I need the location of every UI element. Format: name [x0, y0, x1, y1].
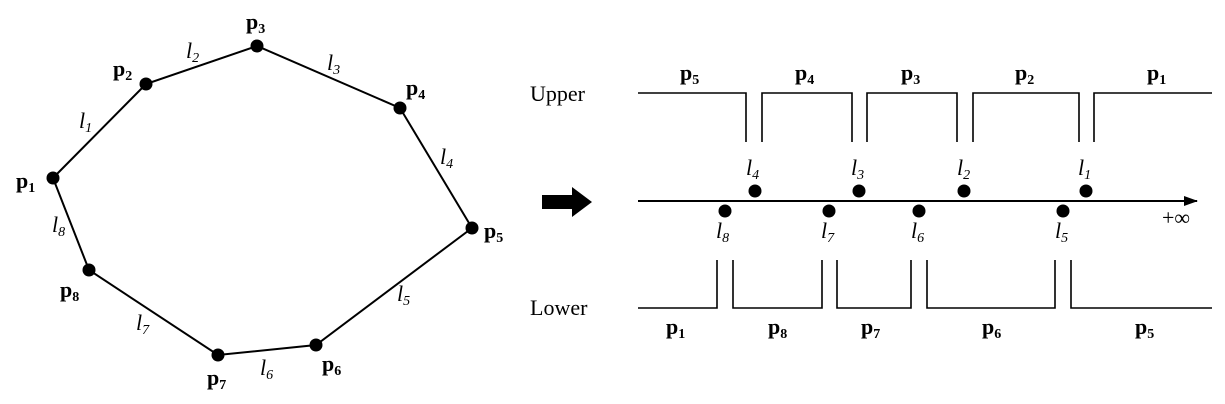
axis-point-l5 [1056, 204, 1070, 218]
lower-segment-label-p5: p5 [1135, 314, 1154, 342]
axis-point-l7 [822, 204, 836, 218]
upper-segment-label-p5: p5 [680, 60, 699, 88]
vertex-label-p3: p3 [246, 9, 265, 37]
edge-label-l7: l7 [136, 310, 150, 338]
vertex-p4 [393, 101, 407, 115]
axis-point-label-l2: l2 [957, 155, 970, 183]
axis-point-label-l5: l5 [1055, 218, 1068, 246]
upper-segment-p2 [972, 92, 1080, 142]
vertex-label-p4: p4 [406, 75, 425, 103]
edge-label-l6: l6 [260, 355, 273, 383]
upper-segment-p1 [1093, 92, 1212, 142]
vertex-label-p1: p1 [16, 168, 35, 196]
transform-arrow-icon [542, 187, 592, 217]
axis-point-l4 [748, 184, 762, 198]
axis-figure: Upper Lower p5 p4 p3 p2 p1 +∞ l4 l3 l2 l… [530, 60, 1212, 342]
lower-segment-label-p7: p7 [861, 314, 880, 342]
upper-segment-label-p4: p4 [795, 60, 814, 88]
lower-segment-p8 [732, 260, 823, 309]
vertex-p8 [82, 263, 96, 277]
axis-point-l3 [852, 184, 866, 198]
edge-label-l1: l1 [79, 108, 92, 136]
axis-point-label-l4: l4 [746, 155, 759, 183]
vertex-label-p2: p2 [113, 56, 132, 84]
axis-point-l1 [1079, 184, 1093, 198]
edge-label-l4: l4 [440, 144, 453, 172]
lower-segment-p5 [1070, 260, 1212, 309]
lower-label: Lower [530, 295, 588, 320]
lower-segment-p6 [926, 260, 1056, 309]
upper-segment-label-p1: p1 [1147, 60, 1166, 88]
vertex-p1 [46, 171, 60, 185]
lower-segment-label-p8: p8 [768, 314, 787, 342]
vertex-p5 [465, 221, 479, 235]
upper-segment-p3 [866, 92, 958, 142]
axis-point-label-l1: l1 [1078, 155, 1091, 183]
edge-label-l3: l3 [327, 50, 340, 78]
axis-point-l8 [718, 204, 732, 218]
edge-label-l8: l8 [52, 212, 65, 240]
upper-segment-label-p2: p2 [1015, 60, 1034, 88]
infinity-label: +∞ [1162, 205, 1190, 230]
lower-segment-label-p1: p1 [666, 314, 685, 342]
upper-label: Upper [530, 81, 586, 106]
axis-point-l6 [912, 204, 926, 218]
axis-point-label-l7: l7 [821, 218, 835, 246]
axis-point-label-l8: l8 [716, 218, 729, 246]
lower-segment-label-p6: p6 [982, 314, 1001, 342]
vertex-p2 [139, 77, 153, 91]
polygon-figure: p1 p2 p3 p4 p5 p6 p7 p8 l1 l2 l3 l4 l5 l… [16, 9, 503, 393]
vertex-p7 [211, 348, 225, 362]
axis-point-label-l3: l3 [851, 155, 864, 183]
edge-label-l5: l5 [397, 281, 410, 309]
upper-segment-p4 [761, 92, 853, 142]
upper-segment-p5 [638, 92, 747, 142]
axis-point-l2 [957, 184, 971, 198]
vertex-p3 [250, 39, 264, 53]
vertex-label-p6: p6 [322, 351, 341, 379]
lower-segment-p1 [638, 260, 718, 309]
lower-segment-p7 [836, 260, 912, 309]
upper-segment-label-p3: p3 [901, 60, 920, 88]
vertex-label-p8: p8 [60, 277, 79, 305]
edge-label-l2: l2 [186, 38, 199, 66]
axis-point-label-l6: l6 [911, 218, 924, 246]
vertex-label-p5: p5 [484, 218, 503, 246]
vertex-p6 [309, 338, 323, 352]
vertex-label-p7: p7 [207, 365, 226, 393]
